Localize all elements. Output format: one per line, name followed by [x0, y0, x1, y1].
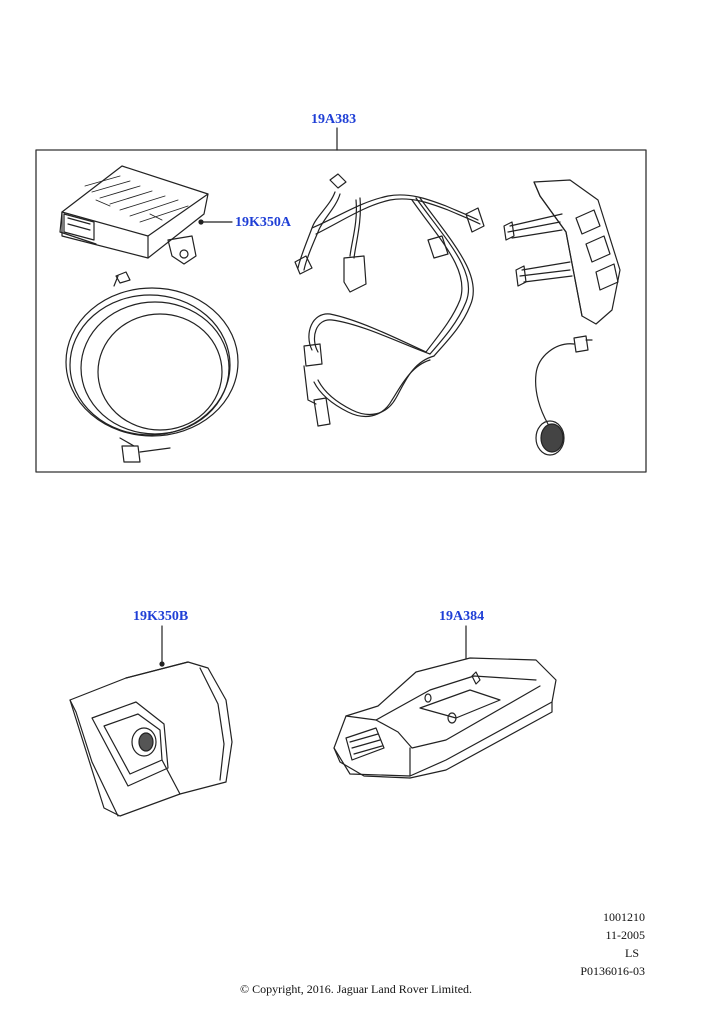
- meta-illustration-id: P0136016-03: [580, 964, 645, 978]
- coiled-cable-illustration: [65, 271, 239, 463]
- callout-19k350a[interactable]: 19K350A: [235, 215, 291, 230]
- control-module-illustration: [59, 165, 209, 265]
- callout-19a384[interactable]: 19A384: [439, 609, 485, 624]
- kit-frame: [35, 149, 647, 473]
- meta-model: LS: [624, 946, 639, 960]
- callout-19k350b[interactable]: 19K350B: [133, 609, 189, 624]
- switch-panel-illustration: [503, 179, 621, 325]
- sensor-illustration: [535, 335, 593, 456]
- meta-code: 1001210: [603, 910, 645, 924]
- callout-19a383[interactable]: 19A383: [311, 112, 357, 127]
- meta-date: 11-2005: [605, 928, 645, 942]
- copyright-notice: © Copyright, 2016. Jaguar Land Rover Lim…: [239, 982, 473, 996]
- cradle-illustration: [333, 657, 557, 779]
- wiring-harness-illustration: [294, 173, 485, 427]
- module-b-illustration: [69, 661, 233, 817]
